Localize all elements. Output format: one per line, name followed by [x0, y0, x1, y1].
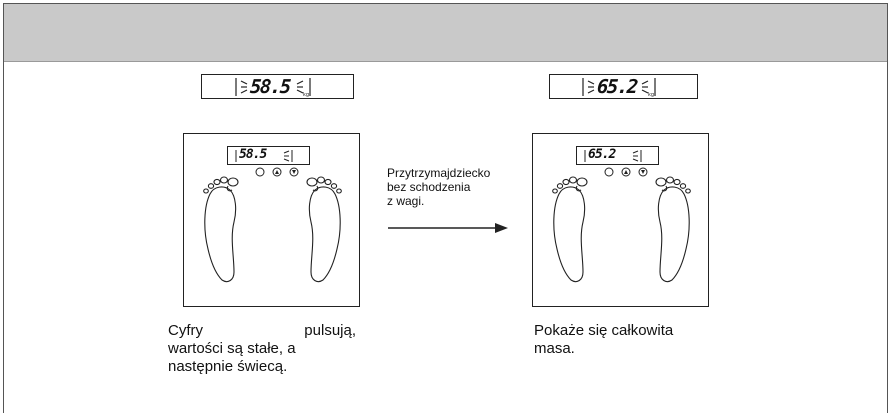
- left-weight-display: kg 58.5: [201, 74, 354, 99]
- caption-line: następnie świecą.: [168, 358, 288, 375]
- left-display-value: 58.5: [249, 76, 291, 98]
- caption-line: Pokaże się całkowita: [534, 322, 674, 339]
- svg-text:kg: kg: [648, 92, 654, 98]
- middle-instruction: Przytrzymajdziecko bez schodzenia z wagi…: [387, 166, 490, 208]
- caption-word: pulsują,: [304, 322, 356, 339]
- instruction-line: Przytrzymajdziecko: [387, 166, 491, 180]
- right-scale-illustration: 65.2: [532, 133, 709, 307]
- left-caption: Cyfry pulsują, wartości są stałe, a nastę…: [168, 322, 356, 376]
- left-scale-illustration: 58.5: [183, 133, 360, 307]
- caption-word: Cyfry: [168, 322, 203, 339]
- right-display-value: 65.2: [596, 76, 638, 98]
- instruction-line: z wagi.: [387, 194, 425, 208]
- caption-line: Cyfry pulsują,: [168, 322, 356, 340]
- left-scale-mini-display: 58.5: [227, 146, 310, 165]
- caption-line: wartości są stałe, a: [168, 340, 296, 357]
- instruction-line: bez schodzenia: [387, 180, 471, 194]
- right-caption: Pokaże się całkowita masa.: [534, 322, 673, 358]
- arrow-right-icon: [388, 223, 508, 233]
- right-weight-display: kg 65.2: [549, 74, 698, 99]
- mini-display-marks-icon: [235, 150, 293, 162]
- scale-buttons-and-feet-icon: [552, 167, 691, 283]
- right-mini-display-value: 65.2: [588, 147, 616, 162]
- display-flash-marks-icon: kg: [235, 78, 311, 98]
- svg-text:kg: kg: [303, 92, 309, 98]
- page-frame: [3, 3, 888, 413]
- mini-display-marks-icon: [584, 150, 642, 162]
- scale-buttons-and-feet-icon: [203, 167, 342, 283]
- caption-line: masa.: [534, 340, 575, 357]
- left-mini-display-value: 58.5: [239, 147, 267, 162]
- header-band: [4, 4, 887, 62]
- right-scale-mini-display: 65.2: [576, 146, 659, 165]
- display-flash-marks-icon: kg: [582, 78, 656, 98]
